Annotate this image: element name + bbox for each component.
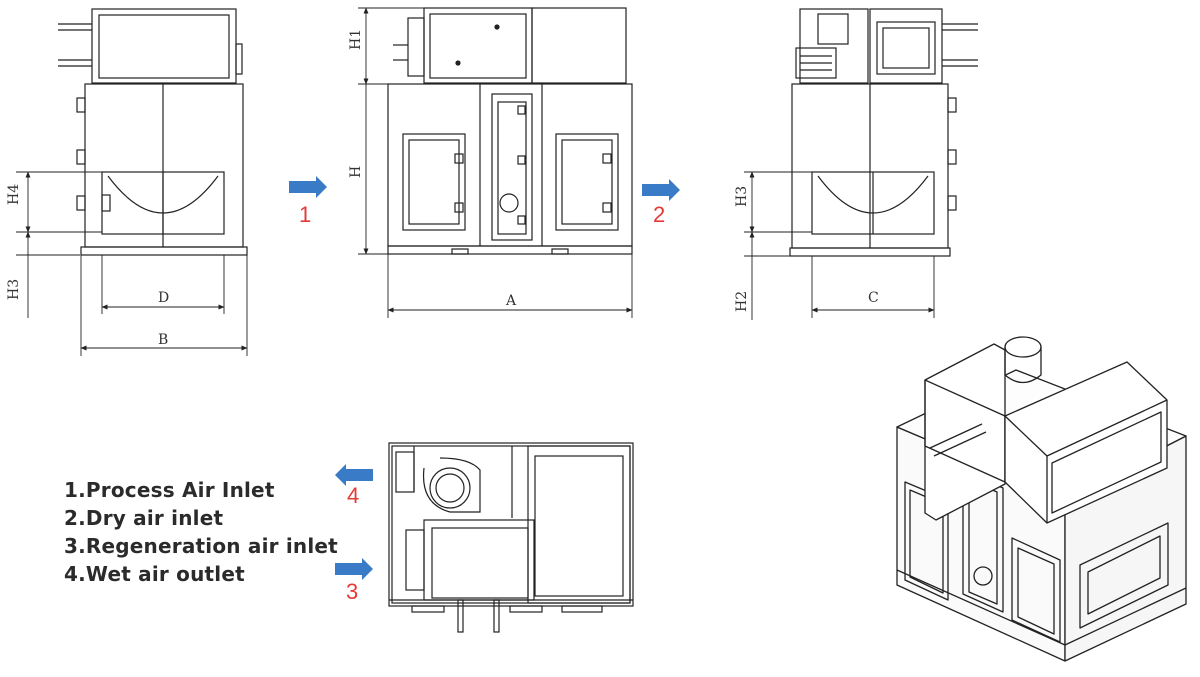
legend-item-dry-air-inlet: 2.Dry air inlet bbox=[64, 506, 224, 530]
dim-label-h3-right: H3 bbox=[734, 186, 750, 207]
flow-marker-2: 2 bbox=[653, 202, 665, 227]
front-view bbox=[387, 7, 633, 255]
flow-arrow-4 bbox=[335, 464, 373, 486]
right-side-view bbox=[789, 8, 978, 257]
flow-marker-1: 1 bbox=[299, 202, 311, 227]
legend-item-wet-air-outlet: 4.Wet air outlet bbox=[64, 562, 245, 586]
left-side-view bbox=[58, 8, 248, 256]
dim-label-h4: H4 bbox=[6, 184, 22, 205]
legend: 1.Process Air Inlet 2.Dry air inlet 3.Re… bbox=[64, 476, 338, 588]
dim-label-h: H bbox=[348, 166, 364, 178]
legend-item-regeneration-air-inlet: 3.Regeneration air inlet bbox=[64, 534, 338, 558]
left-view-dimensions bbox=[16, 171, 248, 356]
dim-label-b: B bbox=[158, 332, 168, 348]
flow-arrow-2 bbox=[642, 179, 680, 201]
top-plan-view bbox=[388, 442, 634, 633]
dim-label-h3-left: H3 bbox=[6, 279, 22, 300]
dim-label-d: D bbox=[158, 290, 169, 306]
dim-label-h2: H2 bbox=[734, 291, 750, 312]
flow-arrow-3 bbox=[335, 558, 373, 580]
front-view-dimensions bbox=[358, 7, 633, 318]
isometric-unit-view bbox=[896, 336, 1187, 662]
legend-item-process-air-inlet: 1.Process Air Inlet bbox=[64, 478, 275, 502]
dim-label-c: C bbox=[868, 290, 879, 306]
dim-label-h1: H1 bbox=[348, 29, 364, 50]
flow-marker-3: 3 bbox=[346, 579, 358, 604]
flow-marker-4: 4 bbox=[347, 483, 359, 508]
flow-arrow-1 bbox=[289, 176, 327, 198]
dim-label-a: A bbox=[505, 293, 517, 309]
right-view-dimensions bbox=[744, 171, 935, 320]
